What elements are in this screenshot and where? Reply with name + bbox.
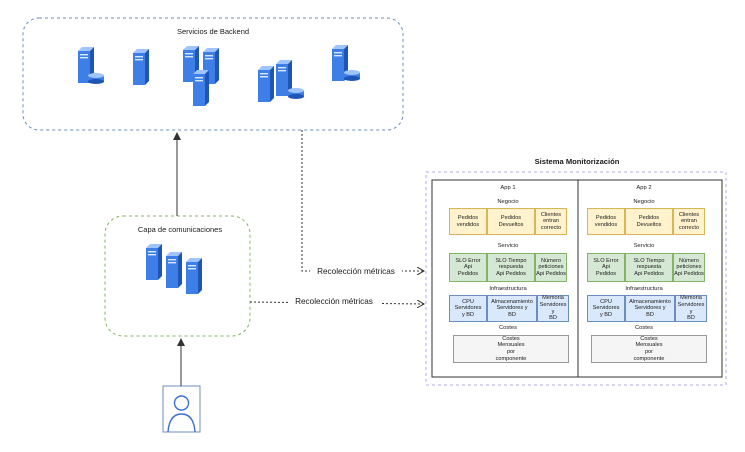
section-costes: Costes (634, 325, 654, 331)
metric-cell: CPU Servidores y BD (587, 295, 625, 322)
metric-cell: Pedidos vendidos (449, 208, 487, 235)
app-name: App 1 (500, 185, 516, 191)
metric-cell: CPU Servidores y BD (449, 295, 487, 322)
metric-cell-costes: Costes Mensuales por componente (591, 335, 707, 363)
metric-cell: Memoria Servidores y BD (675, 295, 707, 322)
user-icon (167, 395, 196, 433)
metric-cell: Número peticiones Api Pedidos (535, 253, 567, 282)
section-infraestructura: Infraestructura (625, 286, 663, 292)
metric-cell: SLO Tiempo respuesta Api Pedidos (487, 253, 535, 282)
metric-cell: Pedidos Devueltos (625, 208, 673, 235)
app-name: App 2 (636, 185, 652, 191)
edge-metrics-comm (249, 302, 424, 304)
section-infraestructura: Infraestructura (489, 286, 527, 292)
metric-cell: Pedidos vendidos (587, 208, 625, 235)
metric-cell: Memoria Servidores y BD (537, 295, 569, 322)
metric-cell-costes: Costes Mensuales por componente (453, 335, 569, 363)
metric-cell: SLO Tiempo respuesta Api Pedidos (625, 253, 673, 282)
metric-cell: Número peticiones Api Pedidos (673, 253, 705, 282)
metric-cell: SLO Error Api Pedidos (587, 253, 625, 282)
section-servicio: Servicio (633, 243, 655, 249)
metric-cell: SLO Error Api Pedidos (449, 253, 487, 282)
backend-title: Servicios de Backend (176, 27, 250, 36)
edge-label-metrics-top: Recolección métricas (310, 267, 402, 276)
metric-cell: Clientes entran correcto (535, 208, 567, 235)
edge-metrics-backend (301, 130, 424, 271)
metric-cell: Almacenamiento Servidores y BD (625, 295, 675, 322)
section-costes: Costes (498, 325, 518, 331)
comm-title: Capa de comunicaciones (137, 225, 223, 234)
metric-cell: Almacenamiento Servidores y BD (487, 295, 537, 322)
metric-cell: Pedidos Devueltos (487, 208, 535, 235)
backend-server-icon-2 (133, 49, 149, 85)
edge-label-metrics-bottom: Recolección métricas (288, 297, 380, 306)
metric-cell: Clientes entran correcto (673, 208, 705, 235)
section-servicio: Servicio (497, 243, 519, 249)
section-negocio: Negocio (497, 199, 519, 205)
monitor-title: Sistema Monitorización (534, 157, 620, 166)
section-negocio: Negocio (633, 199, 655, 205)
